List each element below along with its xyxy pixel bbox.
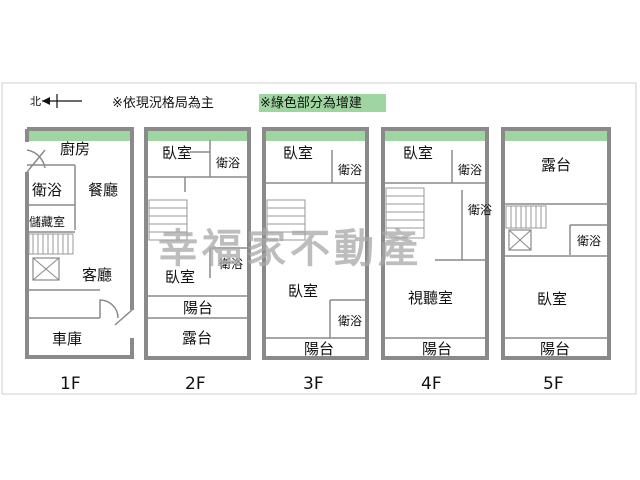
floor-label: 2F — [185, 374, 206, 394]
addition-note-highlight — [259, 94, 386, 112]
room-label: 露台 — [182, 329, 212, 347]
stairs-1f — [28, 233, 74, 255]
room-label: 衛浴 — [219, 257, 243, 271]
room-label: 臥室 — [288, 282, 318, 300]
room-label: 陽台 — [304, 340, 334, 358]
room-label: 陽台 — [540, 340, 570, 358]
room-label: 儲藏室 — [29, 214, 65, 229]
addition-strip-4f — [383, 129, 487, 141]
addition-note: ※綠色部分為增建 — [260, 95, 362, 111]
addition-strip-3f — [264, 129, 367, 141]
addition-strip-2f — [146, 129, 249, 141]
room-label: 臥室 — [162, 144, 192, 162]
room-label: 衛浴 — [32, 181, 62, 199]
floor-label: 3F — [303, 374, 324, 394]
room-label: 衛浴 — [338, 314, 362, 328]
room-label: 廚房 — [60, 140, 90, 158]
room-label: 衛浴 — [577, 234, 601, 248]
room-label: 臥室 — [537, 290, 567, 308]
room-label: 車庫 — [52, 330, 82, 348]
floor-3f-plan: 臥室 衛浴 臥室 衛浴 陽台 — [262, 127, 369, 360]
room-label: 衛浴 — [458, 163, 482, 177]
room-label: 臥室 — [283, 144, 313, 162]
room-label: 衛浴 — [338, 163, 362, 177]
room-label: 臥室 — [403, 144, 433, 162]
floor-label: 5F — [543, 374, 564, 394]
room-label: 露台 — [541, 156, 571, 174]
floor-label: 4F — [421, 374, 442, 394]
room-label: 陽台 — [422, 340, 452, 358]
north-arrow-icon — [42, 94, 82, 108]
room-label: 臥室 — [165, 268, 195, 286]
watermark-text: 幸福家不動產 — [158, 226, 422, 272]
addition-strip-1f — [27, 129, 132, 141]
floor-2f-plan: 臥室 衛浴 衛浴 臥室 陽台 露台 — [144, 127, 251, 360]
elevator-5f — [508, 229, 532, 251]
floor-1f-plan: 廚房 衛浴 餐廳 儲藏室 客廳 車庫 — [25, 127, 134, 359]
room-label: 衛浴 — [468, 203, 492, 217]
room-label: 客廳 — [82, 266, 112, 284]
room-label: 餐廳 — [88, 181, 118, 199]
room-label: 衛浴 — [216, 156, 240, 170]
floor-5f-plan: 露台 衛浴 臥室 陽台 — [501, 127, 611, 360]
stairs-4f — [385, 187, 425, 239]
room-label: 視聽室 — [408, 289, 453, 307]
elevator-1f — [32, 257, 60, 281]
stairs-2f — [148, 199, 188, 241]
floor-4f-plan: 臥室 衛浴 衛浴 視聽室 陽台 — [381, 127, 492, 360]
addition-strip-5f — [503, 129, 609, 141]
layout-note: ※依現況格局為主 — [112, 95, 214, 111]
stairs-5f — [505, 205, 547, 229]
diagram-frame — [1, 82, 637, 395]
stairs-3f — [266, 199, 306, 241]
room-label: 陽台 — [183, 299, 213, 317]
compass-label: 北 — [30, 95, 41, 108]
floor-label: 1F — [60, 374, 81, 394]
